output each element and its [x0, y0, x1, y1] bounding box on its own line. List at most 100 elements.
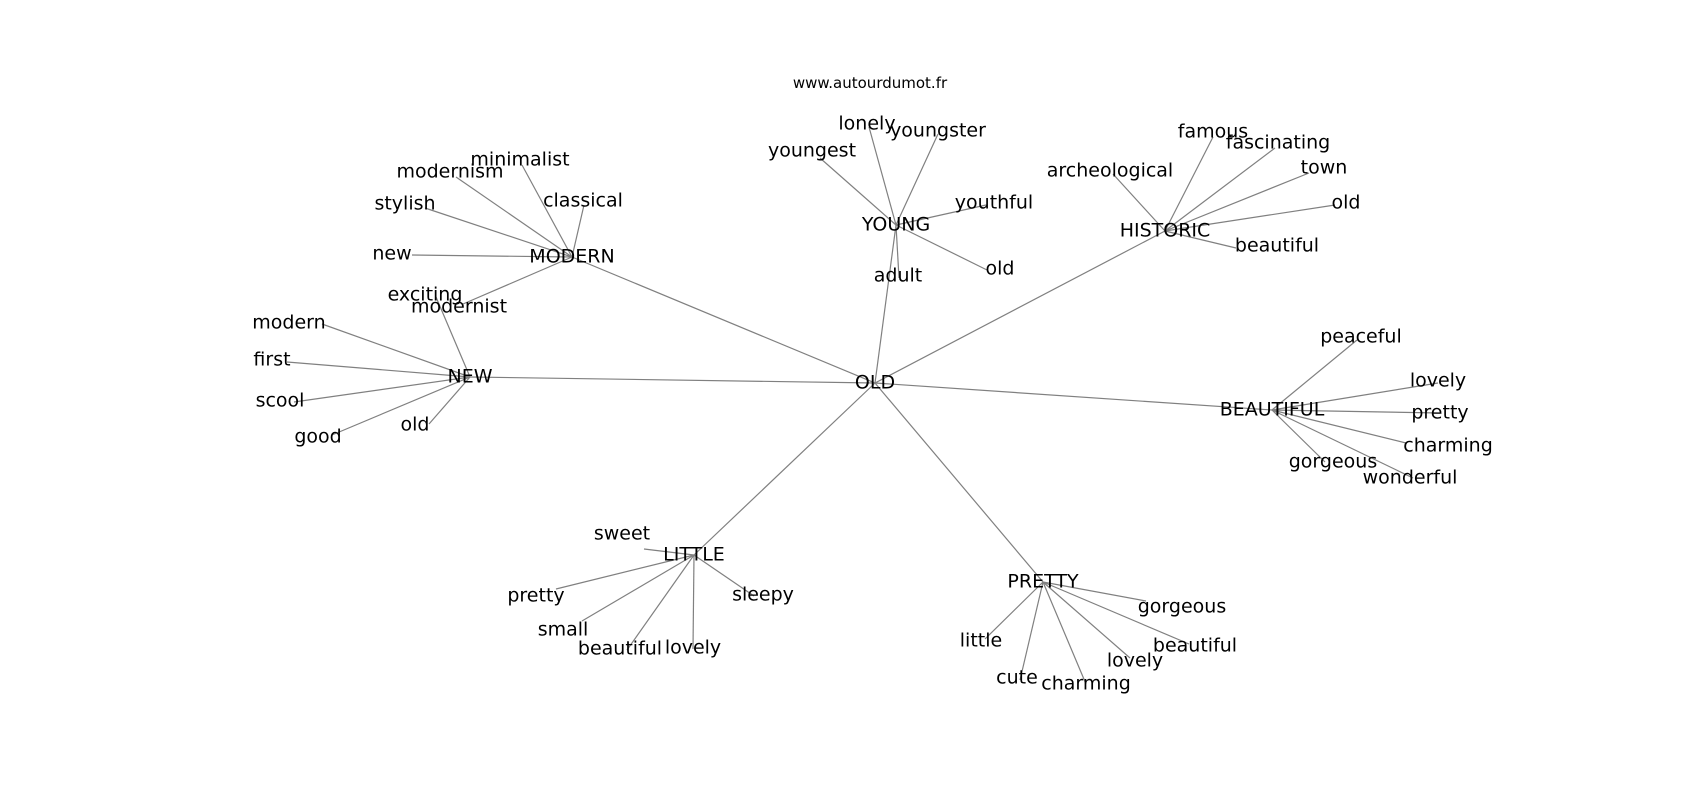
leaf-node-young-youngster: youngster	[890, 120, 986, 142]
leaf-node-modern-new: new	[372, 243, 411, 265]
edge-little-lovely	[692, 554, 695, 650]
edge-pretty-charming	[1042, 581, 1087, 685]
edge-pretty-cute	[1019, 581, 1044, 681]
leaf-node-little-sleepy: sleepy	[732, 584, 794, 606]
edge-historic-archeological	[1112, 173, 1166, 232]
hub-node-new: NEW	[447, 366, 492, 388]
center-node-old: OLD	[855, 372, 895, 394]
leaf-node-little-lovely: lovely	[665, 637, 721, 659]
leaf-node-pretty-beautiful: beautiful	[1153, 635, 1237, 657]
edge-beautiful-wonderful	[1271, 409, 1414, 479]
edge-beautiful-charming	[1271, 409, 1407, 444]
watermark-text: www.autourdumot.fr	[793, 74, 948, 92]
leaf-node-pretty-cute: cute	[996, 667, 1038, 689]
leaf-node-little-small: small	[538, 619, 589, 641]
leaf-node-new-old: old	[401, 414, 430, 436]
leaf-node-modern-modernist: modernist	[411, 296, 507, 318]
edge-new-exciting	[435, 296, 471, 378]
leaf-node-historic-fascinating: fascinating	[1226, 132, 1330, 154]
edge-young-old	[895, 224, 988, 271]
edge-little-sleepy	[693, 554, 755, 597]
hub-node-historic: HISTORIC	[1120, 220, 1211, 242]
edge-modern-new	[411, 254, 573, 258]
leaf-node-historic-town: town	[1301, 157, 1348, 179]
hub-node-young: YOUNG	[861, 214, 930, 236]
leaf-node-young-adult: adult	[874, 265, 922, 287]
edge-young-lonely	[868, 126, 897, 226]
hub-node-modern: MODERN	[529, 246, 614, 268]
leaf-node-little-pretty: pretty	[507, 585, 564, 607]
edge-beautiful-lovely	[1271, 382, 1439, 411]
edge-modern-modernism	[455, 176, 573, 258]
leaf-node-modern-stylish: stylish	[374, 193, 435, 215]
edge-historic-fascinating	[1164, 147, 1276, 232]
hub-node-pretty: PRETTY	[1007, 571, 1079, 593]
graph-edges	[286, 126, 1441, 685]
leaf-node-beautiful-lovely: lovely	[1410, 370, 1466, 392]
edge-pretty-little	[984, 581, 1044, 640]
edge-new-old	[428, 376, 471, 425]
leaf-node-young-youngest: youngest	[768, 140, 856, 162]
leaf-node-new-modern: modern	[252, 312, 325, 334]
leaf-node-modern-modernism: modernism	[396, 161, 503, 183]
hub-node-little: LITTLE	[663, 544, 725, 566]
edge-old-modern	[571, 256, 876, 384]
leaf-node-modern-minimalist: minimalist	[470, 149, 569, 171]
leaf-node-beautiful-gorgeous: gorgeous	[1289, 451, 1377, 473]
edge-pretty-beautiful	[1042, 581, 1190, 645]
edge-beautiful-peaceful	[1271, 339, 1358, 411]
leaf-node-young-youthful: youthful	[955, 192, 1033, 214]
edge-young-adult	[895, 224, 900, 279]
edge-old-new	[469, 376, 876, 384]
hub-node-beautiful: BEAUTIFUL	[1220, 399, 1325, 421]
leaf-node-new-exciting: exciting	[388, 284, 463, 306]
leaf-node-little-sweet: sweet	[594, 523, 650, 545]
edge-modern-classical	[571, 204, 585, 258]
edge-modern-minimalist	[521, 164, 573, 258]
edge-new-scool	[293, 376, 471, 403]
leaf-node-historic-beautiful: beautiful	[1235, 235, 1319, 257]
edge-little-pretty	[555, 554, 695, 590]
leaf-node-beautiful-pretty: pretty	[1411, 402, 1468, 424]
edge-old-historic	[874, 230, 1166, 384]
edge-old-young	[874, 224, 897, 384]
leaf-node-modern-classical: classical	[543, 190, 623, 212]
leaf-node-historic-archeological: archeological	[1047, 160, 1173, 182]
leaf-node-new-first: first	[253, 349, 290, 371]
leaf-node-pretty-little: little	[960, 630, 1002, 652]
edge-beautiful-gorgeous	[1271, 409, 1326, 463]
leaf-node-new-good: good	[294, 426, 341, 448]
leaf-node-young-lonely: lonely	[838, 113, 895, 135]
leaf-node-pretty-charming: charming	[1041, 673, 1131, 695]
edge-young-youthful	[895, 204, 987, 226]
edge-old-beautiful	[874, 382, 1273, 411]
leaf-node-beautiful-peaceful: peaceful	[1320, 326, 1402, 348]
edge-little-small	[581, 554, 695, 622]
edge-old-little	[693, 382, 876, 556]
edge-little-beautiful	[626, 554, 695, 651]
leaf-node-little-beautiful: beautiful	[578, 638, 662, 660]
leaf-node-pretty-gorgeous: gorgeous	[1138, 596, 1226, 618]
edge-pretty-lovely	[1042, 581, 1131, 659]
edge-pretty-gorgeous	[1042, 581, 1147, 602]
leaf-node-beautiful-charming: charming	[1403, 435, 1493, 457]
edge-little-sweet	[643, 548, 695, 556]
edge-historic-beautiful	[1164, 230, 1237, 249]
edge-historic-old	[1164, 204, 1336, 232]
leaf-node-historic-old: old	[1332, 192, 1361, 214]
edge-historic-town	[1164, 172, 1310, 232]
edge-old-pretty	[874, 382, 1044, 583]
edge-young-youngest	[819, 157, 897, 226]
edge-modern-modernist	[462, 256, 573, 305]
leaf-node-new-scool: scool	[256, 390, 305, 412]
leaf-node-young-old: old	[986, 258, 1015, 280]
edge-historic-famous	[1164, 136, 1214, 232]
leaf-node-pretty-lovely: lovely	[1107, 650, 1163, 672]
edge-new-modern	[321, 323, 471, 378]
edge-new-first	[286, 361, 471, 378]
edge-young-youngster	[895, 133, 939, 226]
edge-new-good	[331, 376, 471, 436]
leaf-node-historic-famous: famous	[1178, 121, 1248, 143]
